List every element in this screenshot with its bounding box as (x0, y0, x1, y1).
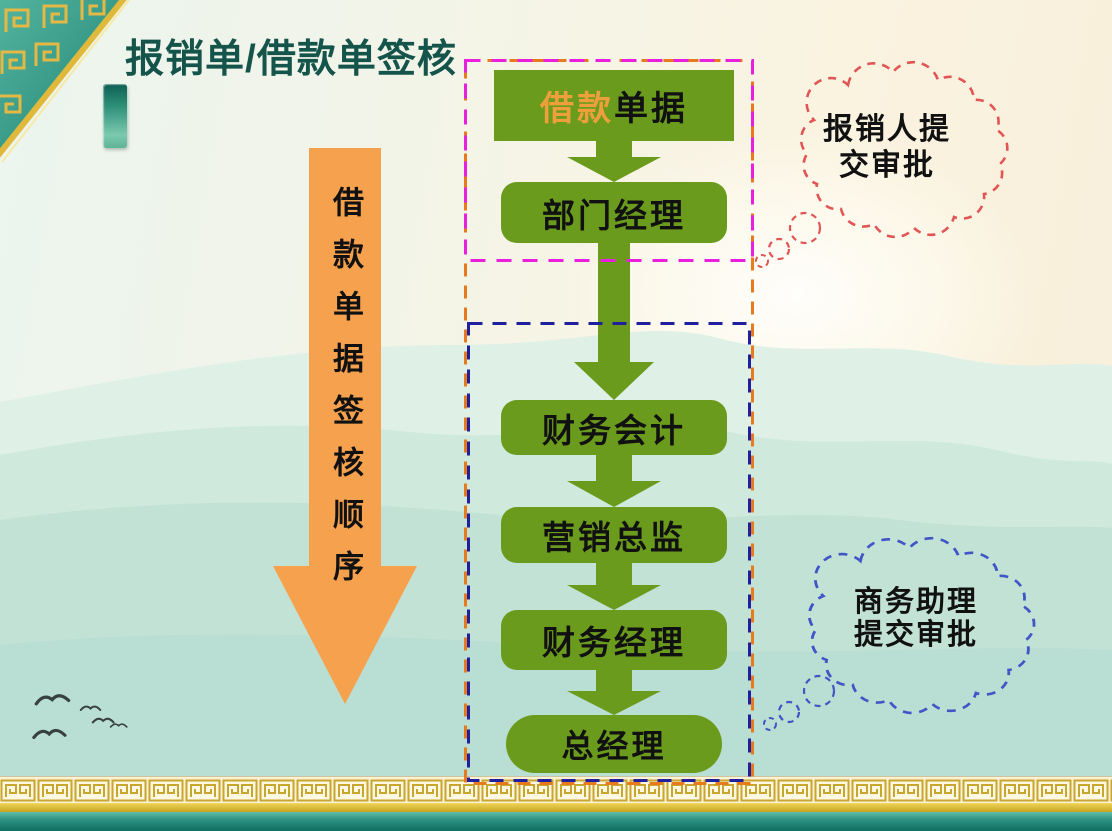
flow-node-department-manager: 部门经理 (501, 182, 727, 243)
callout-assistant-cloud: 商务助理 提交审批 (756, 533, 1056, 748)
flow-arrow-4 (567, 563, 661, 610)
flow-arrow-5 (567, 670, 661, 715)
flow-arrow-2-long (574, 243, 654, 400)
flow-node-label: 总经理 (561, 728, 667, 764)
callout-line: 交审批 (839, 149, 935, 182)
flow-node-label: 营销总监 (542, 519, 686, 556)
flow-node-general-manager: 总经理 (506, 715, 722, 773)
callout-line: 报销人提 (823, 113, 951, 146)
flow-arrow-3 (567, 455, 661, 507)
flow-node-finance-accountant: 财务会计 (501, 400, 727, 455)
callout-reimburser-text: 报销人提 交审批 (752, 112, 1022, 184)
thought-cloud-icon (763, 536, 1036, 731)
callout-line: 提交审批 (853, 619, 978, 651)
flow-node-loan-document: 借款单据 (494, 70, 734, 141)
teal-band (0, 812, 1112, 831)
flow-node-label: 财务经理 (542, 624, 686, 661)
corner-lattice-ornament (0, 0, 131, 163)
callout-assistant-text: 商务助理 提交审批 (766, 586, 1066, 652)
flying-birds-decoration (31, 693, 128, 740)
gold-band (0, 803, 1112, 812)
flow-node-label: 财务会计 (542, 411, 686, 449)
thought-cloud-icon (755, 60, 1009, 268)
sequence-down-arrow (273, 148, 417, 704)
callout-reimburser-cloud: 报销人提 交审批 (752, 58, 1022, 273)
flow-arrow-1 (567, 141, 661, 182)
flow-node-label: 部门经理 (542, 196, 686, 234)
flow-node-marketing-director: 营销总监 (501, 507, 727, 563)
meander-border-strip (0, 776, 1112, 804)
jade-bar-decoration (103, 84, 127, 148)
callout-line: 商务助理 (853, 586, 978, 618)
flow-node-accent-text: 借款 (540, 90, 614, 128)
flow-node-finance-manager: 财务经理 (501, 610, 727, 670)
page-title: 报销单/借款单签核 (125, 38, 457, 81)
sequence-arrow-label: 借款单据签核顺序 (328, 186, 363, 602)
flow-node-rest-text: 单据 (614, 90, 688, 128)
